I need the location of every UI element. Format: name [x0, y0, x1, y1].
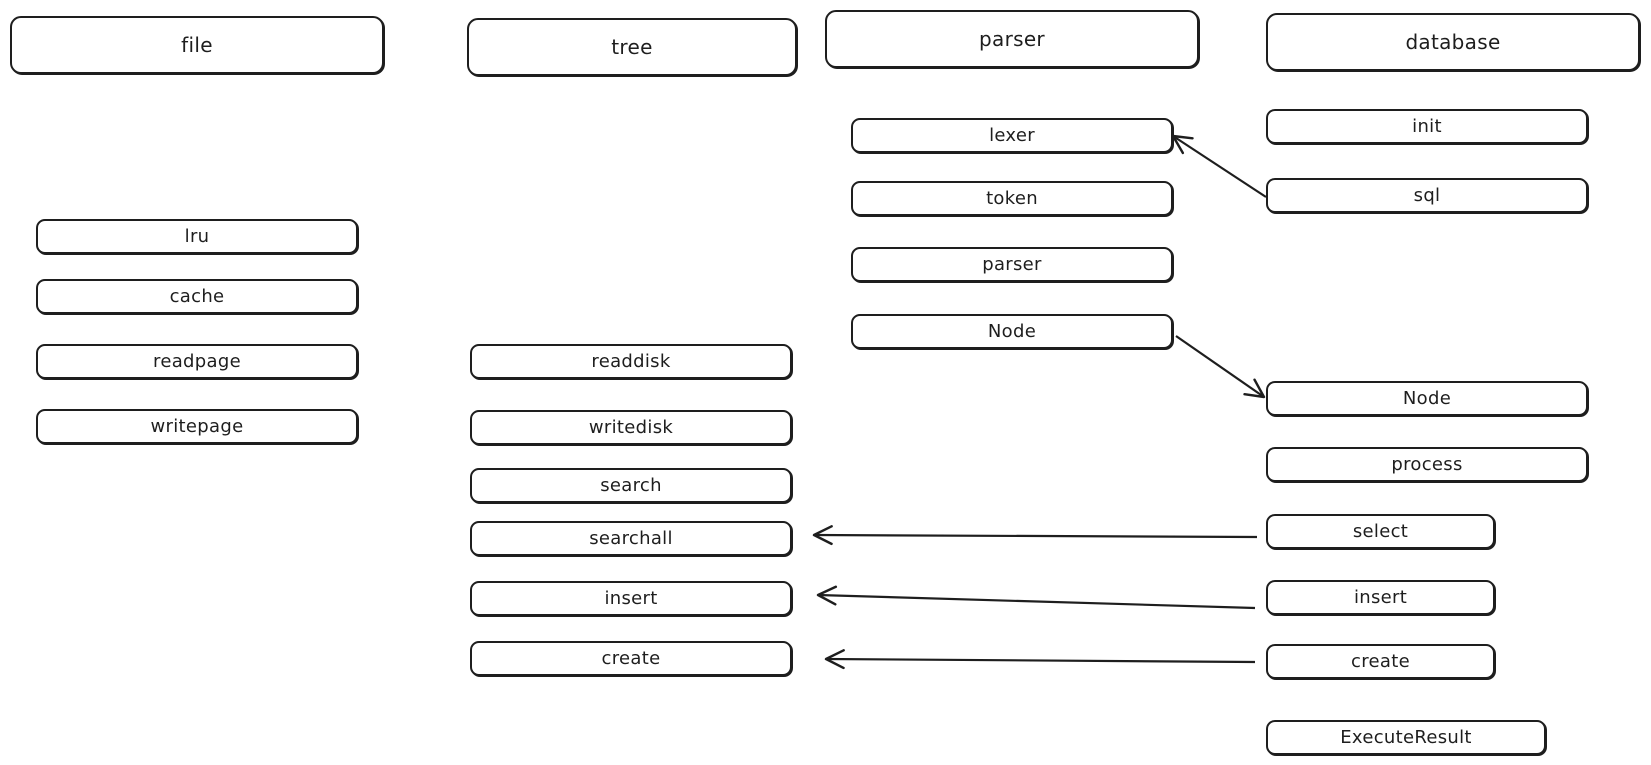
database-item-sql[interactable]: sql [1266, 178, 1588, 213]
module-parser-label: parser [979, 27, 1045, 51]
database-item-label: insert [1353, 587, 1408, 608]
database-item-select[interactable]: select [1266, 514, 1495, 549]
tree-item-label: writedisk [588, 417, 674, 438]
edge-create-to-create [824, 649, 1256, 670]
edge-insert-to-insert [816, 585, 1256, 610]
parser-item-label: parser [982, 254, 1042, 275]
edge-sql-to-lexer [1171, 134, 1267, 198]
file-item-label: readpage [153, 351, 241, 372]
tree-item-create[interactable]: create [470, 641, 792, 676]
parser-item-label: token [986, 188, 1038, 209]
database-item-node[interactable]: Node [1266, 381, 1588, 416]
database-item-init[interactable]: init [1266, 109, 1588, 144]
module-file-label: file [181, 33, 213, 57]
database-item-label: process [1391, 454, 1463, 475]
tree-item-writedisk[interactable]: writedisk [470, 410, 792, 445]
tree-item-readdisk[interactable]: readdisk [470, 344, 792, 379]
tree-item-label: readdisk [591, 351, 671, 372]
database-item-create[interactable]: create [1266, 644, 1495, 679]
tree-item-label: searchall [589, 528, 673, 549]
module-parser-header[interactable]: parser [825, 10, 1199, 68]
file-item-label: cache [169, 286, 225, 307]
module-tree-header[interactable]: tree [467, 18, 797, 76]
tree-item-label: create [601, 648, 661, 669]
database-item-label: sql [1413, 185, 1441, 206]
module-database-header[interactable]: database [1266, 13, 1640, 71]
edge-select-to-searchall [812, 525, 1258, 546]
module-tree-label: tree [611, 35, 653, 59]
file-item-cache[interactable]: cache [36, 279, 358, 314]
parser-item-lexer[interactable]: lexer [851, 118, 1173, 153]
database-item-process[interactable]: process [1266, 447, 1588, 482]
tree-item-insert[interactable]: insert [470, 581, 792, 616]
tree-item-label: insert [604, 588, 658, 609]
edge-parser-node-to-database-node [1175, 335, 1266, 399]
parser-item-label: lexer [989, 125, 1035, 146]
database-item-label: init [1412, 116, 1442, 137]
parser-item-parser[interactable]: parser [851, 247, 1173, 282]
file-item-writepage[interactable]: writepage [36, 409, 358, 444]
database-item-label: Node [1402, 388, 1452, 409]
database-item-label: ExecuteResult [1340, 727, 1472, 748]
module-file-header[interactable]: file [10, 16, 384, 74]
file-item-lru[interactable]: lru [36, 219, 358, 254]
file-item-label: lru [184, 226, 210, 247]
tree-item-searchall[interactable]: searchall [470, 521, 792, 556]
parser-item-label: Node [987, 321, 1037, 342]
file-item-readpage[interactable]: readpage [36, 344, 358, 379]
database-item-insert[interactable]: insert [1266, 580, 1495, 615]
file-item-label: writepage [150, 416, 244, 437]
parser-item-node[interactable]: Node [851, 314, 1173, 349]
module-database-label: database [1405, 30, 1501, 54]
tree-item-label: search [600, 475, 662, 496]
database-item-label: create [1351, 651, 1410, 672]
parser-item-token[interactable]: token [851, 181, 1173, 216]
database-item-executeresult[interactable]: ExecuteResult [1266, 720, 1546, 755]
database-item-label: select [1352, 521, 1409, 542]
tree-item-search[interactable]: search [470, 468, 792, 503]
